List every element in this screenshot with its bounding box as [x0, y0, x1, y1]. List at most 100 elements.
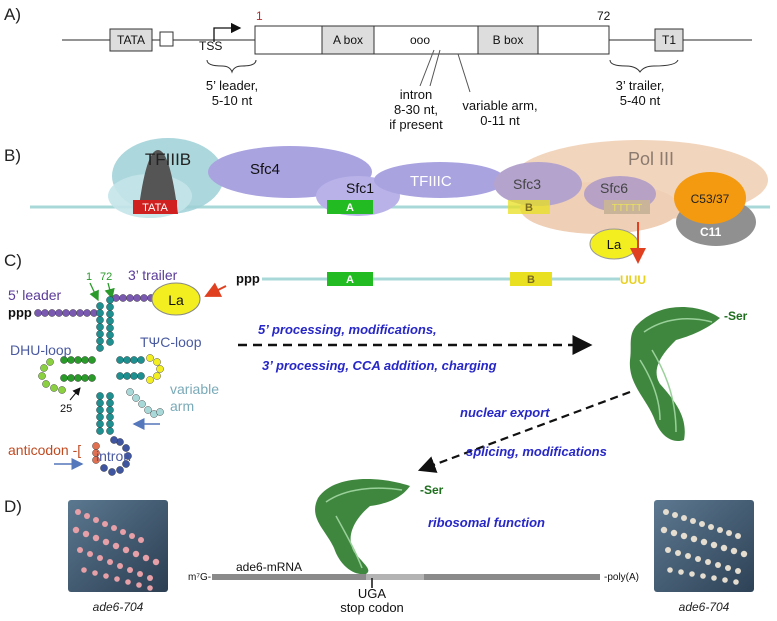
leader-bead	[76, 309, 84, 317]
acceptor-bead	[96, 323, 104, 331]
colony	[75, 509, 81, 515]
colony	[72, 526, 80, 534]
colony	[114, 576, 120, 582]
intron-bead	[110, 436, 118, 444]
pos72-arrow	[104, 282, 115, 300]
colony	[132, 550, 140, 558]
tpsic-bead	[116, 356, 124, 364]
colony	[678, 569, 684, 575]
ribosomal-label: ribosomal function	[428, 515, 545, 530]
anticodon-stem-bead	[106, 392, 114, 400]
acceptor-bead	[106, 303, 114, 311]
sfc3-label: Sfc3	[513, 176, 541, 192]
dhu-loop-bead	[50, 384, 58, 392]
dhu-bead	[74, 374, 82, 382]
acceptor-bead	[106, 296, 114, 304]
trna-pos-72: 72	[100, 271, 112, 283]
colony	[102, 538, 110, 546]
dhu-bead	[81, 356, 89, 364]
panel-d-label: D)	[4, 497, 22, 516]
tfiiic-label: TFIIIC	[410, 173, 452, 190]
intron-symbol: ooo	[410, 33, 430, 47]
trailer-bead	[140, 294, 148, 302]
pos-25-label: 25	[60, 403, 72, 415]
colony	[129, 533, 135, 539]
varm-pointer	[457, 53, 471, 93]
leader-bead	[41, 309, 49, 317]
dhu-loop-bead	[46, 358, 54, 366]
colony	[689, 571, 695, 577]
colony	[112, 542, 120, 550]
colony	[735, 568, 741, 574]
sfc4-label: Sfc4	[250, 161, 280, 178]
variable-bead	[132, 394, 140, 402]
colony	[708, 524, 714, 530]
colony	[147, 575, 153, 581]
b-label-b: B	[525, 202, 533, 214]
c5337-label: C53/37	[691, 192, 730, 206]
caption-left: ade6-704	[93, 600, 144, 614]
colony	[711, 575, 717, 581]
tpsic-bead	[116, 372, 124, 380]
leader-bead	[83, 309, 91, 317]
leader-line2: 5-10 nt	[212, 93, 253, 108]
c11-label: C11	[700, 225, 722, 239]
intron-bead	[122, 460, 130, 468]
colony	[87, 551, 93, 557]
colonies-left	[72, 509, 160, 591]
variable-bead	[138, 400, 146, 408]
sfc3-shape	[494, 162, 582, 206]
tpsic-bead	[137, 356, 145, 364]
a-label-b: A	[346, 202, 354, 214]
panel-a-label: A)	[4, 5, 21, 24]
dhu-bead	[60, 356, 68, 364]
tpsic-bead	[137, 372, 145, 380]
tpsic-bead	[123, 356, 131, 364]
pos-72-label: 72	[597, 9, 611, 23]
tpsic-loop-label: TΨC-loop	[140, 334, 202, 350]
anticodon-stem-bead	[96, 420, 104, 428]
caption-right: ade6-704	[679, 600, 730, 614]
export-label: nuclear export	[460, 405, 550, 420]
colony	[81, 567, 87, 573]
anticodon-stem-bead	[96, 413, 104, 421]
colony	[97, 555, 103, 561]
tpsic-loop-bead	[146, 354, 154, 362]
colony	[685, 553, 691, 559]
mrna-cap: m⁷G-	[188, 572, 211, 583]
intron-bead	[124, 452, 132, 460]
leader-bead	[62, 309, 70, 317]
a-box-c	[327, 272, 373, 286]
anticodon-stem-bead	[106, 406, 114, 414]
colony	[142, 554, 150, 562]
intron-line2: 8-30 nt,	[394, 102, 438, 117]
colony	[730, 547, 738, 555]
colony	[700, 538, 708, 546]
process-step1: 5’ processing, modifications,	[258, 322, 437, 337]
b-box-b	[508, 200, 550, 214]
colony	[103, 573, 109, 579]
leader-bead	[55, 309, 63, 317]
variable-bead	[156, 408, 164, 416]
trailer-line1: 3’ trailer,	[616, 78, 665, 93]
small-box	[159, 31, 174, 47]
panel-b-label: B)	[4, 146, 21, 165]
ttttt-label: TTTTT	[612, 203, 643, 214]
trna-pos-1: 1	[86, 271, 92, 283]
panel-d: D) ade6-704 ade6-704 m⁷G- ade6-mRNA -pol…	[4, 497, 754, 615]
colony	[695, 556, 701, 562]
colony	[667, 567, 673, 573]
intron-line3: if present	[389, 117, 443, 132]
tbp-shape	[138, 150, 178, 214]
intron-bead	[116, 466, 124, 474]
anticodon-stem-bead	[96, 392, 104, 400]
c5337-shape	[674, 172, 746, 224]
colony	[102, 521, 108, 527]
anticodon-stem-bead	[96, 427, 104, 435]
anticodon-stem-bead	[96, 406, 104, 414]
tpsic-bead	[130, 372, 138, 380]
tpsic-bead	[130, 356, 138, 364]
ser-label-2: -Ser	[420, 483, 444, 497]
acceptor-bead	[96, 309, 104, 317]
